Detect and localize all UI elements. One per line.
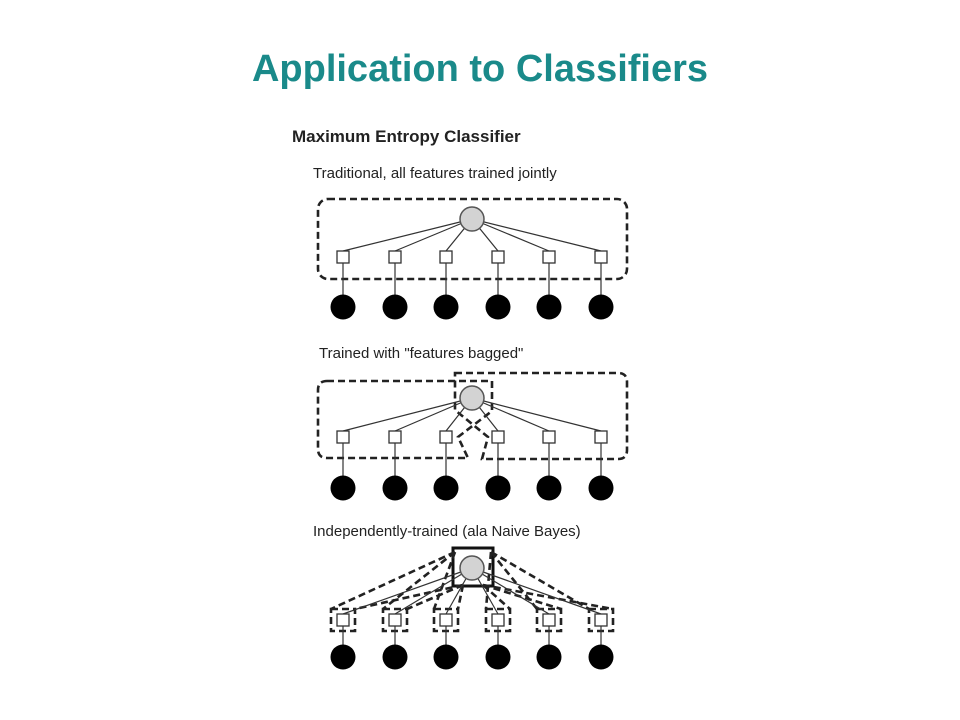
independent-link-inner (406, 583, 464, 611)
class-feature-edge (342, 567, 473, 615)
figure-heading: Maximum Entropy Classifier (292, 127, 521, 146)
observation-node (382, 294, 408, 320)
class-feature-edge (394, 567, 473, 615)
feature-node (542, 430, 556, 444)
feature-node (439, 613, 453, 627)
independent-link-inner (482, 584, 511, 610)
panel-2-caption: Trained with "features bagged" (319, 345, 523, 362)
observation-node (588, 644, 614, 670)
bag-right-box (453, 371, 629, 461)
feature-node (594, 430, 608, 444)
independent-link-inner (456, 584, 465, 610)
observation-node (382, 644, 408, 670)
feature-node (594, 250, 608, 264)
feature-node (491, 613, 505, 627)
joint-training-box (316, 197, 629, 281)
feature-node (388, 613, 402, 627)
independent-link-outer (484, 551, 493, 610)
feature-node (542, 613, 556, 627)
observation-node (536, 294, 562, 320)
observation-node (588, 294, 614, 320)
observation-node (433, 644, 459, 670)
class-feature-edge (342, 397, 473, 432)
observation-node (485, 294, 511, 320)
feature-node (594, 613, 608, 627)
panel-3-graph (329, 546, 615, 670)
observation-node (330, 475, 356, 501)
observation-node (536, 475, 562, 501)
feature-node (336, 430, 350, 444)
independent-link-inner (354, 583, 464, 611)
feature-node (388, 430, 402, 444)
observation-node (588, 475, 614, 501)
observation-node (536, 644, 562, 670)
observation-node (330, 644, 356, 670)
observation-node (433, 294, 459, 320)
class-feature-edge (394, 218, 473, 252)
observation-node (485, 644, 511, 670)
class-node (459, 555, 485, 581)
feature-node (439, 430, 453, 444)
class-feature-edge (394, 397, 473, 432)
independent-link-inner (482, 583, 614, 611)
class-feature-edge (471, 397, 602, 432)
bag-left-box (316, 379, 494, 460)
class-feature-edge (471, 567, 602, 615)
panel-2-graph (316, 371, 629, 501)
independent-link-inner (482, 583, 562, 611)
panel-3-caption: Independently-trained (ala Naive Bayes) (313, 523, 581, 540)
class-node (459, 206, 485, 232)
independent-link-outer (432, 551, 457, 610)
class-feature-edge (342, 218, 473, 252)
class-feature-edge (471, 567, 550, 615)
observation-node (382, 475, 408, 501)
class-feature-edge (471, 218, 550, 252)
feature-node (491, 430, 505, 444)
feature-node (439, 250, 453, 264)
slide-title: Application to Classifiers (251, 48, 709, 90)
observation-node (330, 294, 356, 320)
panel-1-caption: Traditional, all features trained jointl… (313, 165, 557, 182)
class-node (459, 385, 485, 411)
class-feature-edge (471, 218, 602, 252)
observation-node (485, 475, 511, 501)
panel-1-graph (316, 197, 629, 320)
independent-link-outer (490, 550, 590, 611)
feature-node (336, 613, 350, 627)
independent-link-outer (382, 550, 456, 611)
feature-node (542, 250, 556, 264)
feature-node (336, 250, 350, 264)
class-feature-edge (471, 397, 550, 432)
feature-node (388, 250, 402, 264)
class-node-box (451, 546, 495, 588)
observation-node (433, 475, 459, 501)
independent-link-outer (330, 550, 456, 611)
feature-node (491, 250, 505, 264)
